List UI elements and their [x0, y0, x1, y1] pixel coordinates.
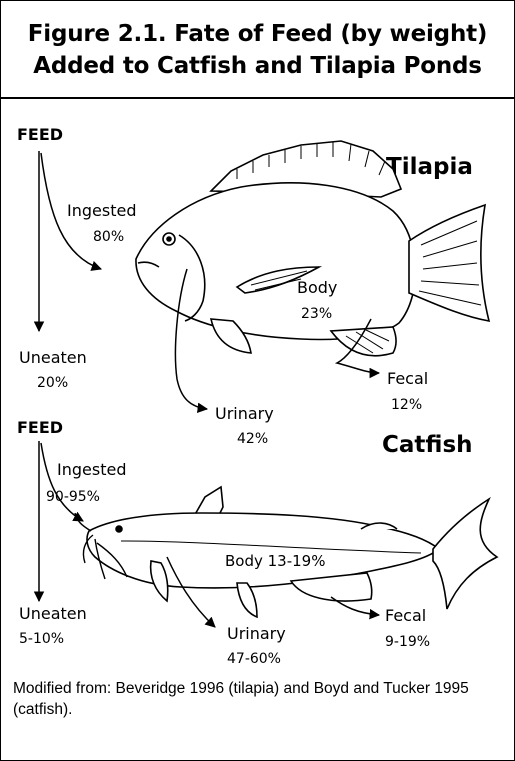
figure-title-line-2: Added to Catfish and Tilapia Ponds: [1, 53, 514, 79]
tilapia-uneaten-label: Uneaten: [19, 348, 87, 367]
tilapia-uneaten-value: 20%: [37, 375, 68, 391]
tilapia-urinary-label: Urinary: [215, 404, 274, 423]
tilapia-body-label: Body: [297, 278, 337, 297]
catfish-ingested-arrow: [41, 443, 83, 521]
tilapia-section: FEED Tilapia Ingested 80% Uneaten 20%: [17, 125, 489, 447]
tilapia-fecal-value: 12%: [391, 397, 422, 413]
tilapia-species-label: Tilapia: [386, 154, 473, 180]
catfish-body-label: Body 13-19%: [225, 552, 325, 570]
tilapia-ingested-label: Ingested: [67, 201, 136, 220]
catfish-ingested-value: 90-95%: [46, 489, 100, 505]
catfish-fecal-label: Fecal: [385, 606, 426, 625]
tilapia-feed-label: FEED: [17, 125, 63, 144]
catfish-ingested-label: Ingested: [57, 460, 126, 479]
tilapia-fecal-label: Fecal: [387, 369, 428, 388]
tilapia-urinary-value: 42%: [237, 431, 268, 447]
catfish-uneaten-value: 5-10%: [19, 631, 64, 647]
catfish-urinary-label: Urinary: [227, 624, 286, 643]
catfish-section: FEED Catfish Ingested 90-95% Uneaten 5-1…: [17, 418, 497, 667]
catfish-species-label: Catfish: [382, 432, 473, 458]
figure-header: Figure 2.1. Fate of Feed (by weight) Add…: [1, 1, 514, 99]
tilapia-body-value: 23%: [301, 306, 332, 322]
feed-fate-diagram: FEED Tilapia Ingested 80% Uneaten 20%: [1, 99, 514, 669]
catfish-fecal-value: 9-19%: [385, 634, 430, 650]
figure-title-line-1: Figure 2.1. Fate of Feed (by weight): [1, 21, 514, 47]
figure-caption: Modified from: Beveridge 1996 (tilapia) …: [13, 678, 503, 720]
catfish-urinary-value: 47-60%: [227, 651, 281, 667]
catfish-uneaten-label: Uneaten: [19, 604, 87, 623]
tilapia-ingested-value: 80%: [93, 229, 124, 245]
catfish-feed-label: FEED: [17, 418, 63, 437]
